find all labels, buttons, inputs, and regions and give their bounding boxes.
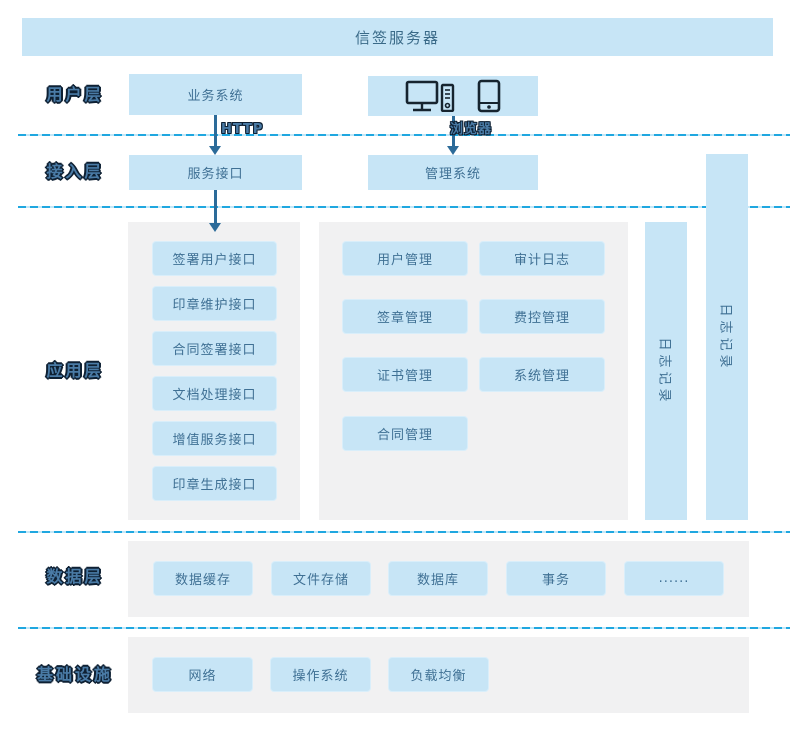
smartphone-icon <box>477 79 501 113</box>
node-cost-management: 费控管理 <box>479 299 605 334</box>
arrow-service-to-app <box>214 190 217 224</box>
layer-label-access: 接入层 <box>46 162 104 181</box>
node-contract-sign-api: 合同签署接口 <box>152 331 277 366</box>
log-record-bar-inner: 日志记录 <box>645 222 687 520</box>
arrow-browser <box>452 116 455 147</box>
node-management-system: 管理系统 <box>368 155 538 190</box>
http-label: HTTP <box>221 122 264 137</box>
layer-label-user: 用户层 <box>46 85 104 104</box>
layer-divider-line <box>18 531 790 533</box>
node-service-interface: 服务接口 <box>129 155 302 190</box>
node-business-system: 业务系统 <box>129 74 302 115</box>
node-os: 操作系统 <box>270 657 371 692</box>
node-network: 网络 <box>152 657 253 692</box>
node-sign-user-api: 签署用户接口 <box>152 241 277 276</box>
layer-label-application: 应用层 <box>46 361 104 380</box>
arrow-http-head <box>209 146 221 155</box>
node-audit-log: 审计日志 <box>479 241 605 276</box>
browser-label: 浏览器 <box>450 122 493 137</box>
node-user-management: 用户管理 <box>342 241 468 276</box>
log-record-bar-outer-label: 日志记录 <box>717 302 733 372</box>
panel-infrastructure: 网络 操作系统 负载均衡 <box>128 637 749 713</box>
node-seal-generate-api: 印章生成接口 <box>152 466 277 501</box>
panel-management-modules: 用户管理 审计日志 签章管理 费控管理 证书管理 系统管理 合同管理 <box>319 222 628 520</box>
desktop-icon <box>405 80 455 112</box>
node-data-more: ...... <box>624 561 724 596</box>
log-record-bar-outer: 日志记录 <box>706 154 748 520</box>
layer-label-infrastructure: 基础设施 <box>36 665 113 684</box>
layer-divider-line <box>18 206 790 208</box>
node-file-storage: 文件存储 <box>271 561 371 596</box>
layer-label-data: 数据层 <box>46 567 104 586</box>
node-signature-management: 签章管理 <box>342 299 468 334</box>
node-client-devices <box>368 76 538 116</box>
layer-divider-line <box>18 627 790 629</box>
node-load-balancer: 负载均衡 <box>388 657 489 692</box>
log-record-bar-inner-label: 日志记录 <box>656 336 672 406</box>
node-cert-management: 证书管理 <box>342 357 468 392</box>
diagram-title-bar: 信签服务器 <box>22 18 773 56</box>
node-system-management: 系统管理 <box>479 357 605 392</box>
panel-signing-interfaces: 签署用户接口 印章维护接口 合同签署接口 文档处理接口 增值服务接口 印章生成接… <box>128 222 300 520</box>
node-database: 数据库 <box>388 561 488 596</box>
arrow-browser-head <box>447 146 459 155</box>
arrow-service-to-app-head <box>209 223 221 232</box>
arrow-http <box>214 115 217 147</box>
panel-data-layer: 数据缓存 文件存储 数据库 事务 ...... <box>128 541 749 617</box>
node-transaction: 事务 <box>506 561 606 596</box>
node-contract-management: 合同管理 <box>342 416 468 451</box>
node-value-service-api: 增值服务接口 <box>152 421 277 456</box>
node-doc-process-api: 文档处理接口 <box>152 376 277 411</box>
node-data-cache: 数据缓存 <box>153 561 253 596</box>
layer-divider-line <box>18 134 790 136</box>
diagram-title: 信签服务器 <box>354 28 440 47</box>
node-seal-maintain-api: 印章维护接口 <box>152 286 277 321</box>
